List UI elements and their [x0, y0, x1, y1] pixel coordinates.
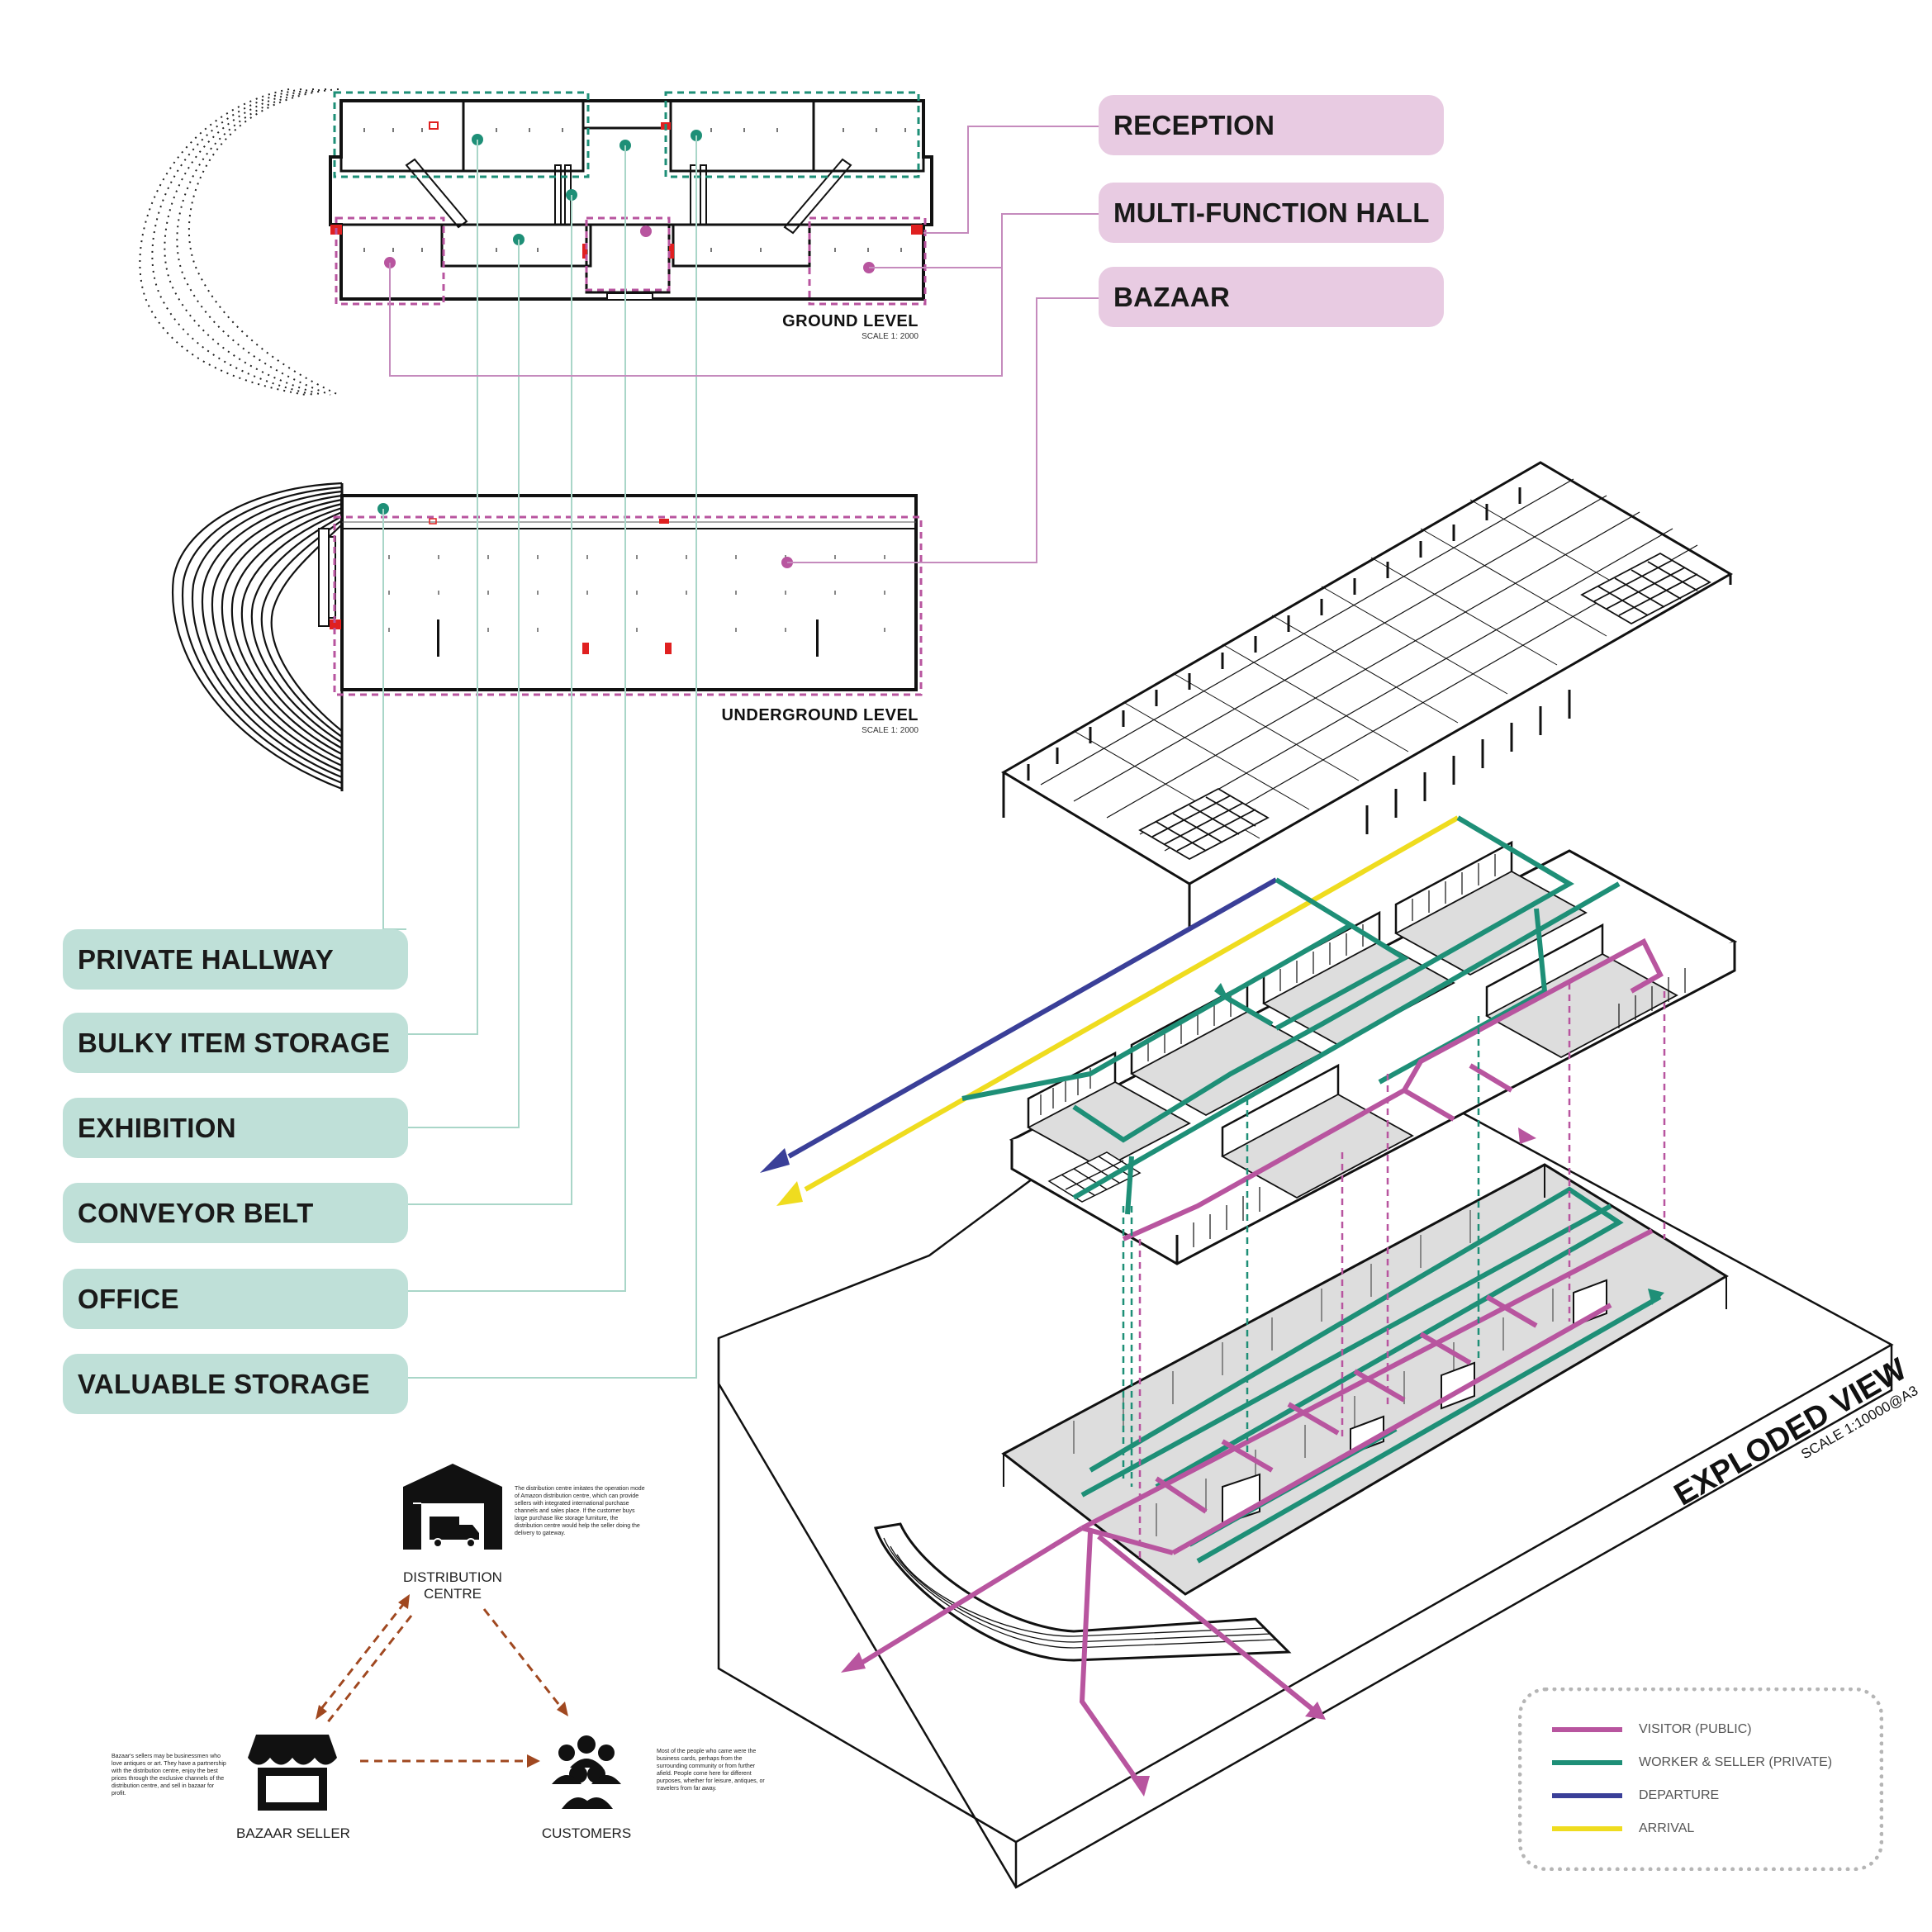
leader-lines-pink [389, 126, 1099, 563]
legend: VISITOR (PUBLIC) WORKER & SELLER (PRIVAT… [1518, 1688, 1883, 1871]
legend-label-worker: WORKER & SELLER (PRIVATE) [1639, 1755, 1833, 1769]
legend-swatch-arrival [1552, 1826, 1622, 1831]
ecosystem-arrows [319, 1602, 563, 1763]
tag-exhibition-label: EXHIBITION [78, 1112, 236, 1143]
tag-office-label: OFFICE [78, 1283, 179, 1314]
tag-private-hallway-label: PRIVATE HALLWAY [78, 943, 335, 975]
underground-level-scale: SCALE 1: 2000 [862, 726, 919, 735]
distribution-centre-label: DISTRIBUTION CENTRE [403, 1569, 502, 1602]
legend-swatch-worker [1552, 1760, 1622, 1765]
underground-amphitheatre [171, 482, 343, 790]
tag-conveyor-belt: CONVEYOR BELT [63, 1183, 408, 1243]
ground-arc-hatching [139, 88, 339, 396]
customers-icon [552, 1735, 621, 1809]
vertical-connectors [1122, 983, 1666, 1561]
tag-conveyor-belt-label: CONVEYOR BELT [78, 1197, 314, 1228]
ground-level-title: GROUND LEVEL [782, 312, 919, 330]
tag-exhibition: EXHIBITION [63, 1098, 408, 1158]
legend-label-arrival: ARRIVAL [1639, 1821, 1695, 1835]
glazed-corner [1047, 1151, 1142, 1203]
tag-bulky-item-storage: BULKY ITEM STORAGE [63, 1013, 408, 1073]
tag-bazaar: BAZAAR [1099, 267, 1444, 327]
tag-reception: RECEPTION [1099, 95, 1444, 155]
underground-outline [340, 494, 918, 691]
tag-private-hallway: PRIVATE HALLWAY [63, 929, 408, 990]
roof-skylight-grid [1138, 552, 1711, 861]
tag-bazaar-label: BAZAAR [1113, 281, 1231, 312]
tag-multi-function-hall-label: MULTI-FUNCTION HALL [1113, 197, 1430, 228]
legend-label-visitor: VISITOR (PUBLIC) [1639, 1722, 1752, 1736]
zone-box-reception [585, 216, 671, 292]
legend-row-visitor: VISITOR (PUBLIC) [1552, 1720, 1752, 1740]
legend-swatch-departure [1552, 1793, 1622, 1798]
tag-reception-label: RECEPTION [1113, 109, 1275, 140]
legend-swatch-visitor [1552, 1727, 1622, 1732]
shop-icon [248, 1735, 337, 1811]
bazaar-seller-label: BAZAAR SELLER [236, 1825, 350, 1841]
legend-row-worker: WORKER & SELLER (PRIVATE) [1552, 1753, 1832, 1773]
worker-paths [961, 815, 1662, 1564]
tag-valuable-storage-label: VALUABLE STORAGE [78, 1368, 370, 1399]
ground-outline [329, 99, 933, 301]
zone-box-underground-bazaar [333, 515, 923, 696]
departure-arrow [760, 877, 1278, 1173]
ground-axo [1009, 840, 1738, 1265]
distribution-description: The distribution centre imitates the ope… [515, 1486, 645, 1536]
legend-row-arrival: ARRIVAL [1552, 1819, 1694, 1839]
legend-label-departure: DEPARTURE [1639, 1788, 1720, 1802]
tag-valuable-storage: VALUABLE STORAGE [63, 1354, 408, 1414]
underground-level-title: UNDERGROUND LEVEL [721, 706, 919, 724]
ground-level-plan [139, 88, 933, 396]
customers-description: Most of the people who came were the bus… [657, 1749, 765, 1792]
leader-lines-green [382, 135, 697, 1379]
legend-row-departure: DEPARTURE [1552, 1786, 1719, 1806]
ground-level-scale: SCALE 1: 2000 [862, 332, 919, 341]
arrival-arrow [776, 815, 1460, 1206]
tag-bulky-item-storage-label: BULKY ITEM STORAGE [78, 1027, 391, 1058]
underground-level-plan [171, 482, 923, 791]
roof-axo [1001, 461, 1733, 929]
exploded-axonometric [717, 461, 1894, 1889]
customers-label: CUSTOMERS [541, 1825, 632, 1841]
tag-office: OFFICE [63, 1269, 408, 1329]
zone-box-valuable-storage [664, 91, 920, 178]
seller-description: Bazaar's sellers may be businessmen who … [112, 1754, 226, 1797]
tag-multi-function-hall: MULTI-FUNCTION HALL [1099, 183, 1444, 243]
warehouse-icon [403, 1464, 502, 1550]
zone-box-bazaar-right [808, 216, 927, 306]
roof-fins [1027, 487, 1571, 834]
zone-box-bulky-storage [333, 91, 590, 178]
visitor-paths [857, 938, 1664, 1786]
ground-column-grid [363, 128, 906, 252]
